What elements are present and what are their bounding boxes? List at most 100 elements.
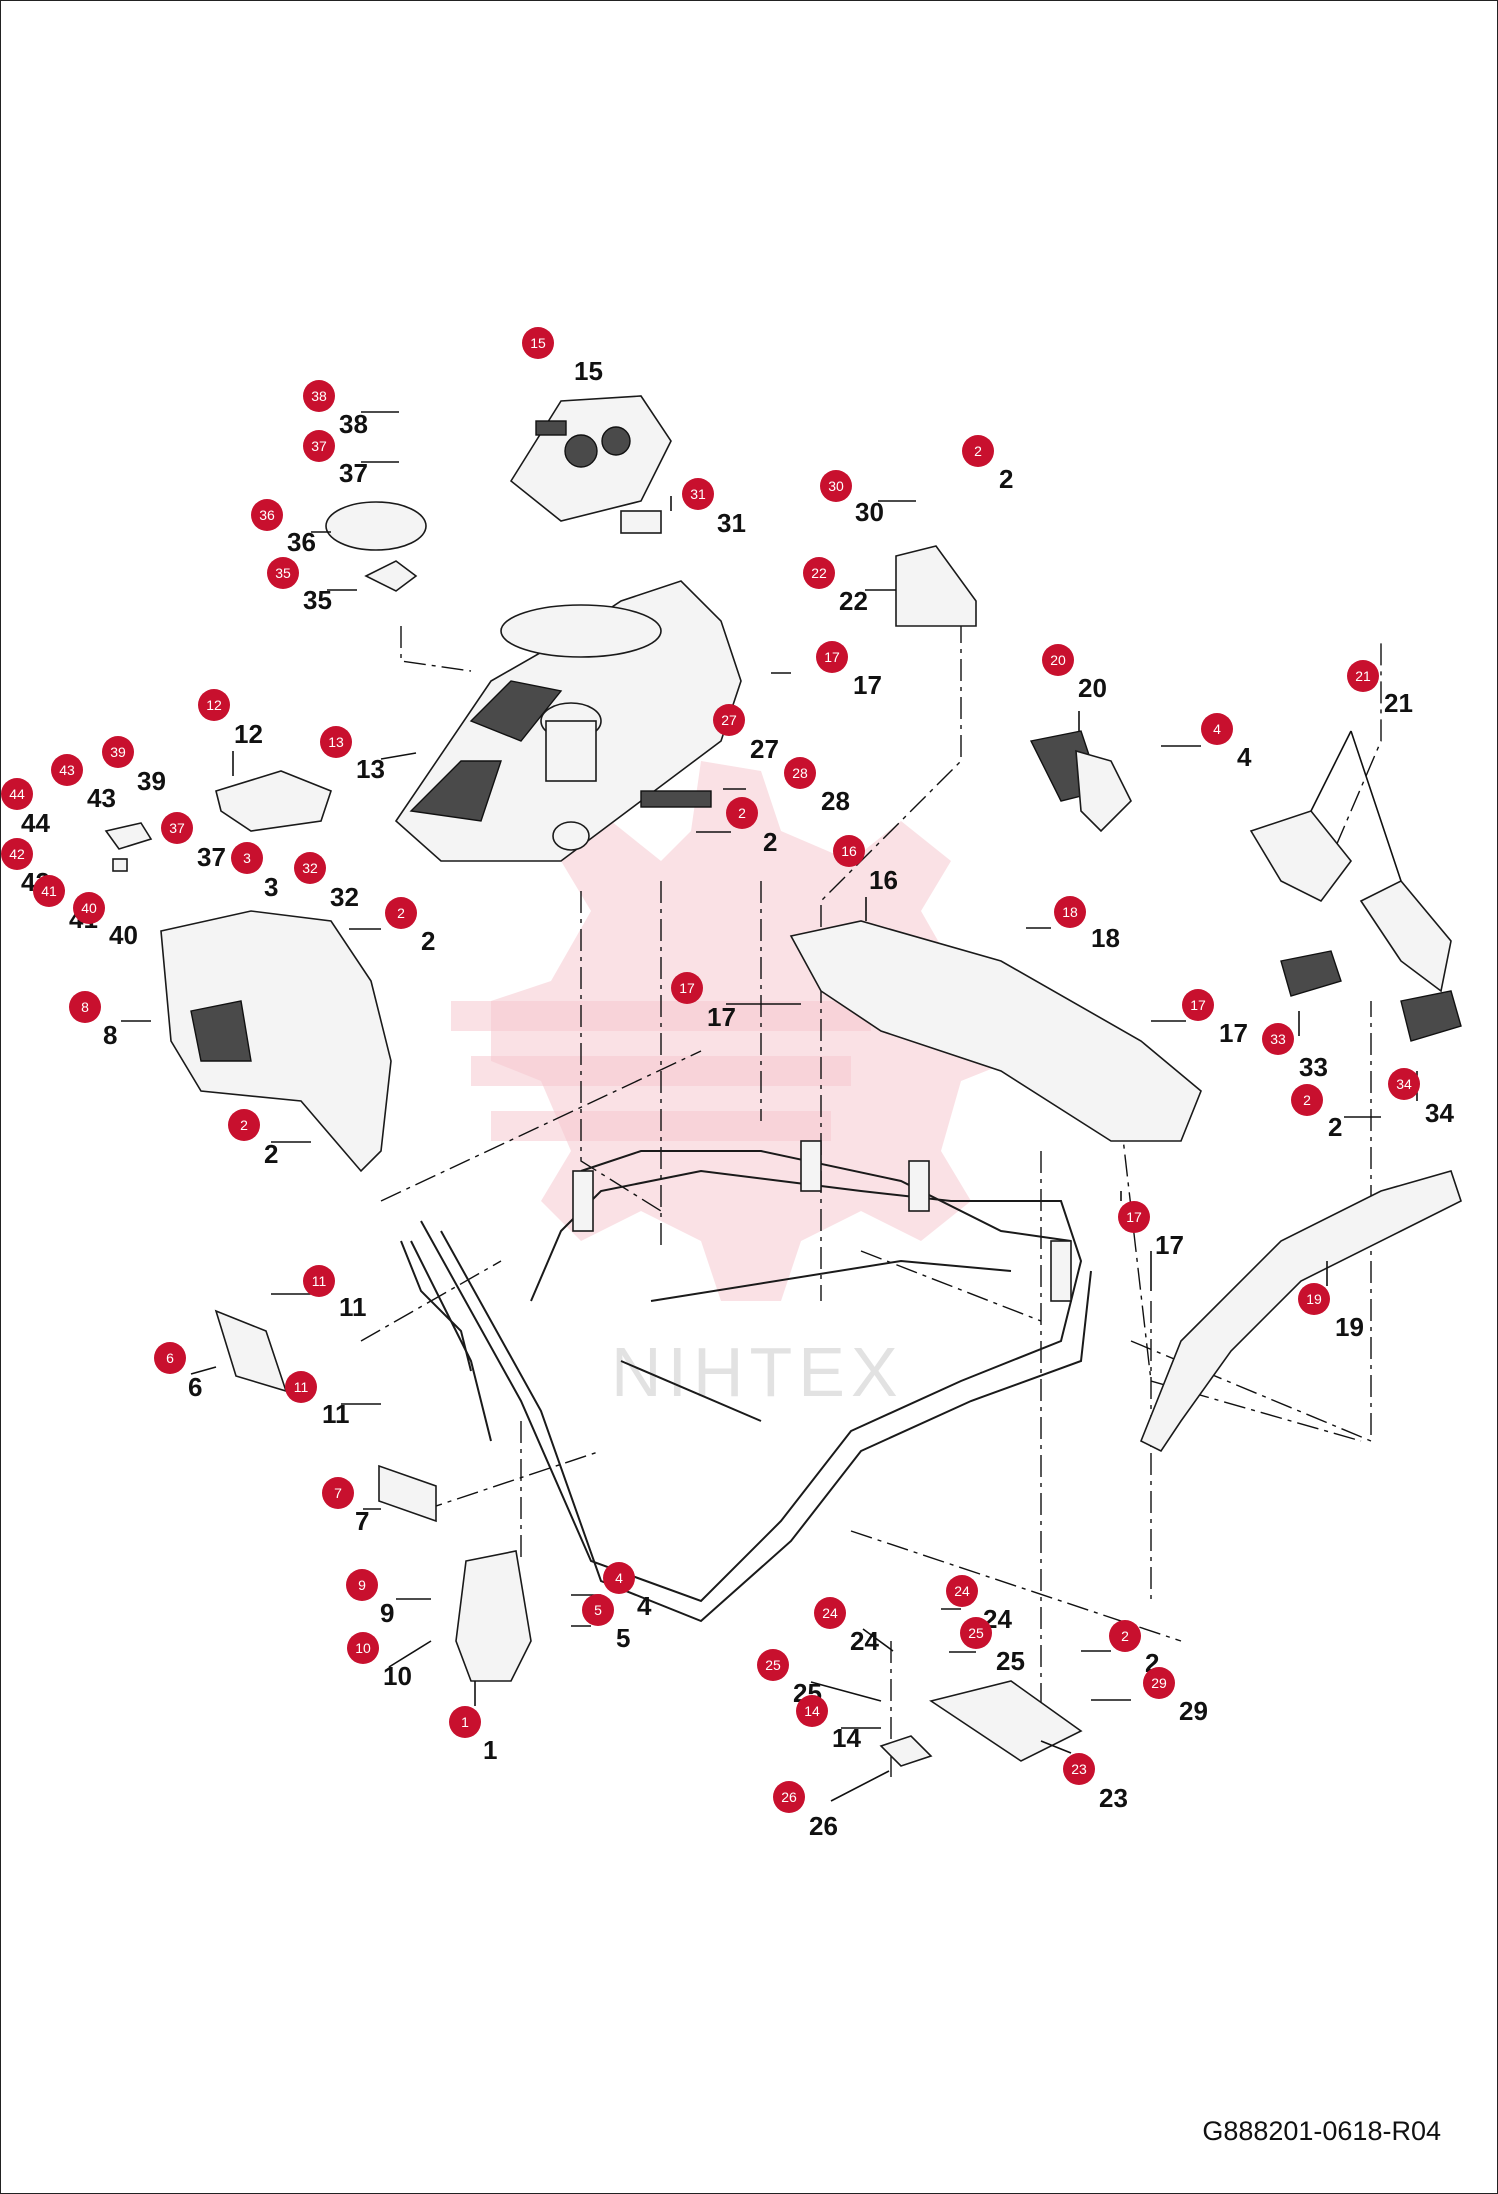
callout-marker <box>603 1562 635 1594</box>
callout-marker-label: 16 <box>841 843 857 859</box>
callout-marker <box>713 704 745 736</box>
callout-7: 77 <box>322 1477 369 1536</box>
callout-marker <box>322 1477 354 1509</box>
callout-marker-label: 4 <box>615 1570 623 1586</box>
callout-marker-label: 29 <box>1151 1675 1167 1691</box>
callout-marker-label: 19 <box>1306 1291 1322 1307</box>
watermark-text: NIHTEX <box>611 1333 904 1411</box>
callout-marker-label: 17 <box>1126 1209 1142 1225</box>
dashboard-housing <box>394 580 742 862</box>
callout-marker <box>449 1706 481 1738</box>
callout-marker-label: 2 <box>1121 1628 1129 1644</box>
callout-marker-label: 36 <box>259 507 275 523</box>
callout-marker-label: 6 <box>166 1350 174 1366</box>
callout-marker <box>231 842 263 874</box>
callout-marker-label: 27 <box>721 712 737 728</box>
callout-marker-label: 34 <box>1396 1076 1412 1092</box>
callout-marker <box>385 897 417 929</box>
watermark-logo: NIHTEX <box>451 761 1021 1411</box>
part-number-label: 2 <box>763 827 777 857</box>
part-number-label: 11 <box>339 1292 367 1322</box>
callout-marker-label: 2 <box>240 1117 248 1133</box>
callout-marker-label: 9 <box>358 1577 366 1593</box>
drawing-code: G888201-0618-R04 <box>1202 2116 1441 2146</box>
part-number-label: 2 <box>264 1139 278 1169</box>
callout-marker-label: 18 <box>1062 904 1078 920</box>
callout-marker-label: 14 <box>804 1703 820 1719</box>
callout-marker <box>816 641 848 673</box>
part-number-label: 29 <box>1179 1696 1208 1726</box>
callout-3: 33 <box>231 842 278 902</box>
side-cover-8 <box>160 910 392 1173</box>
callout-marker-label: 1 <box>461 1714 469 1730</box>
callout-marker-label: 23 <box>1071 1761 1087 1777</box>
callout-marker <box>1201 713 1233 745</box>
callout-marker <box>1042 644 1074 676</box>
callout-marker-label: 17 <box>824 649 840 665</box>
callout-marker <box>1063 1753 1095 1785</box>
part-number-label: 26 <box>809 1811 838 1841</box>
callout-marker-label: 32 <box>302 860 318 876</box>
part-number-label: 1 <box>483 1735 497 1765</box>
part-number-label: 37 <box>339 458 368 488</box>
part-7 <box>378 1464 437 1523</box>
part-number-label: 36 <box>287 527 316 557</box>
callout-marker-label: 33 <box>1270 1031 1286 1047</box>
callout-6: 66 <box>154 1342 202 1402</box>
callout-marker-label: 40 <box>81 900 97 916</box>
callout-marker-label: 39 <box>110 744 126 760</box>
part-number-label: 11 <box>322 1399 350 1429</box>
callout-marker-label: 12 <box>206 697 222 713</box>
callout-marker <box>161 812 193 844</box>
callout-marker <box>522 327 554 359</box>
part-number-label: 21 <box>1384 688 1413 718</box>
callout-marker-label: 15 <box>530 335 546 351</box>
part-number-label: 2 <box>1328 1112 1342 1142</box>
callout-marker-label: 25 <box>968 1625 984 1641</box>
callout-marker <box>320 726 352 758</box>
callout-marker-label: 28 <box>792 765 808 781</box>
part-1 <box>455 1550 532 1682</box>
callout-marker <box>820 470 852 502</box>
part-number-label: 5 <box>616 1623 630 1653</box>
part-number-label: 8 <box>103 1020 117 1050</box>
callout-marker <box>796 1695 828 1727</box>
callout-marker-label: 10 <box>355 1640 371 1656</box>
callout-marker <box>726 797 758 829</box>
callout-marker <box>803 557 835 589</box>
callout-marker <box>946 1575 978 1607</box>
callout-marker-label: 7 <box>334 1485 342 1501</box>
callout-9: 99 <box>346 1569 394 1628</box>
part-number-label: 43 <box>87 783 116 813</box>
callout-marker-label: 20 <box>1050 652 1066 668</box>
callout-marker-label: 21 <box>1355 668 1371 684</box>
callout-marker <box>347 1632 379 1664</box>
callout-marker <box>582 1594 614 1626</box>
part-number-label: 33 <box>1299 1052 1328 1082</box>
part-number-label: 44 <box>21 808 50 838</box>
part-number-label: 16 <box>869 865 898 895</box>
callout-marker-label: 3 <box>243 850 251 866</box>
callout-marker <box>198 689 230 721</box>
callout-marker <box>285 1371 317 1403</box>
callout-marker-label: 41 <box>41 883 57 899</box>
callout-marker <box>1388 1068 1420 1100</box>
